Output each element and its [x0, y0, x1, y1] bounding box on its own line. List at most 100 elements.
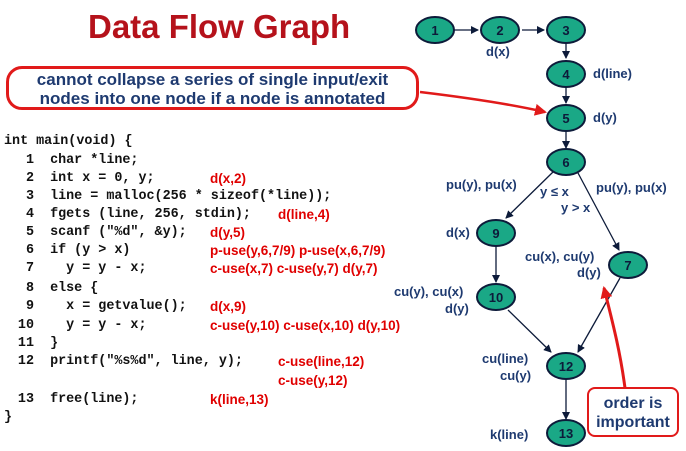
- code-text: }: [34, 336, 59, 351]
- label-node-13: k(line): [490, 427, 529, 442]
- code-line-11: 11 }: [4, 335, 58, 353]
- node-1-label: 1: [431, 23, 438, 38]
- annotation-line-5: d(y,5): [210, 225, 246, 240]
- line-number: 13: [17, 392, 34, 407]
- edge-7-12: [577, 277, 621, 353]
- code-line-5: 5 scanf ("%d", &y);: [4, 224, 187, 242]
- code-text: fgets (line, 256, stdin);: [34, 207, 251, 222]
- node-6: [546, 148, 586, 176]
- line-number: 1: [25, 153, 34, 168]
- code-text: x = getvalue();: [34, 299, 187, 314]
- node-13-label: 13: [559, 426, 573, 441]
- callout-line-1: cannot collapse a series of single input…: [36, 70, 389, 89]
- label-node-4: d(line): [593, 66, 632, 81]
- label-node-12-b: cu(y): [500, 368, 532, 383]
- code-line-2: 2 int x = 0, y;: [4, 170, 155, 188]
- node-7: [608, 251, 648, 279]
- code-text: y = y - x;: [34, 318, 147, 333]
- node-12: [546, 352, 586, 380]
- annotation-line-6: p-use(y,6,7/9) p-use(x,6,7/9): [210, 243, 386, 258]
- annotation-line-4: d(line,4): [278, 207, 330, 222]
- node-9: [476, 219, 516, 247]
- line-number: 7: [25, 261, 34, 276]
- node-2-label: 2: [496, 23, 503, 38]
- node-5-label: 5: [562, 111, 569, 126]
- code-text: char *line;: [34, 153, 139, 168]
- label-node-2: d(x): [486, 44, 510, 59]
- code-line-3: 3 line = malloc(256 * sizeof(*line));: [4, 188, 331, 206]
- annotation-line-12a: c-use(line,12): [278, 354, 365, 369]
- label-edge-true: y ≤ x: [540, 184, 569, 199]
- line-number: 12: [17, 354, 34, 369]
- code-line-13: 13 free(line);: [4, 391, 139, 409]
- callout-arrow: [419, 90, 547, 116]
- annotation-line-7: c-use(x,7) c-use(y,7) d(y,7): [210, 261, 378, 276]
- code-header: int main(void) {: [4, 134, 133, 149]
- node-9-label: 9: [492, 226, 499, 241]
- line-number: 9: [25, 299, 34, 314]
- label-node-6-right: pu(y), pu(x): [596, 180, 667, 195]
- code-line-12: 12 printf("%s%d", line, y);: [4, 353, 243, 371]
- line-number: 4: [25, 207, 34, 222]
- code-text: int x = 0, y;: [34, 171, 155, 186]
- label-node-10-b: d(y): [445, 301, 469, 316]
- code-text: else {: [34, 281, 99, 296]
- annotation-line-13: k(line,13): [210, 392, 269, 407]
- line-number: 3: [25, 189, 34, 204]
- node-5: [546, 104, 586, 132]
- code-line-9: 9 x = getvalue();: [4, 298, 187, 316]
- line-number: 11: [17, 336, 34, 351]
- edge-6-9: [505, 171, 554, 219]
- order-note-line-2: important: [596, 414, 670, 431]
- annotation-line-2: d(x,2): [210, 171, 247, 186]
- order-note-line-1: order is: [603, 395, 663, 412]
- label-node-12-a: cu(line): [482, 351, 529, 366]
- order-arrow: [600, 286, 627, 389]
- node-3: [546, 16, 586, 44]
- code-line-8: 8 else {: [4, 280, 98, 298]
- node-6-label: 6: [562, 155, 569, 170]
- code-line-6: 6 if (y > x): [4, 242, 130, 260]
- callout-line-2: nodes into one node if a node is annotat…: [39, 89, 386, 108]
- code-text: free(line);: [34, 392, 139, 407]
- page-title: Data Flow Graph: [88, 8, 351, 45]
- code-line-10: 10 y = y - x;: [4, 317, 147, 335]
- label-node-5: d(y): [593, 110, 617, 125]
- node-13: [546, 419, 586, 447]
- annotation-line-10: c-use(y,10) c-use(x,10) d(y,10): [210, 318, 401, 333]
- label-node-9: d(x): [446, 225, 470, 240]
- line-number: 2: [25, 171, 34, 186]
- code-line-1: 1 char *line;: [4, 152, 139, 170]
- node-4-label: 4: [562, 67, 570, 82]
- edge-10-12: [507, 309, 552, 353]
- node-12-label: 12: [559, 359, 573, 374]
- code-text: y = y - x;: [34, 261, 147, 276]
- annotation-line-12b: c-use(y,12): [278, 373, 348, 388]
- node-10: [476, 283, 516, 311]
- node-3-label: 3: [562, 23, 569, 38]
- code-text: if (y > x): [34, 243, 131, 258]
- line-number: 6: [25, 243, 34, 258]
- node-10-label: 10: [489, 290, 503, 305]
- code-line-4: 4 fgets (line, 256, stdin);: [4, 206, 251, 224]
- line-number: 8: [25, 281, 34, 296]
- code-text: scanf ("%d", &y);: [34, 225, 187, 240]
- label-node-7-b: d(y): [577, 265, 601, 280]
- node-7-label: 7: [624, 258, 631, 273]
- label-edge-false: y > x: [561, 200, 591, 215]
- label-node-6-left: pu(y), pu(x): [446, 177, 517, 192]
- callout-box: cannot collapse a series of single input…: [6, 66, 419, 110]
- line-number: 5: [25, 225, 34, 240]
- code-footer: }: [4, 410, 13, 425]
- node-1: [415, 16, 455, 44]
- edge-6-7: [577, 172, 620, 251]
- node-4: [546, 60, 586, 88]
- code-line-7: 7 y = y - x;: [4, 260, 147, 278]
- node-2: [480, 16, 520, 44]
- code-text: printf("%s%d", line, y);: [34, 354, 243, 369]
- annotation-line-9: d(x,9): [210, 299, 247, 314]
- label-node-10-a: cu(y), cu(x): [394, 284, 464, 299]
- label-node-7-a: cu(x), cu(y): [525, 249, 595, 264]
- order-note-box: order is important: [587, 387, 679, 437]
